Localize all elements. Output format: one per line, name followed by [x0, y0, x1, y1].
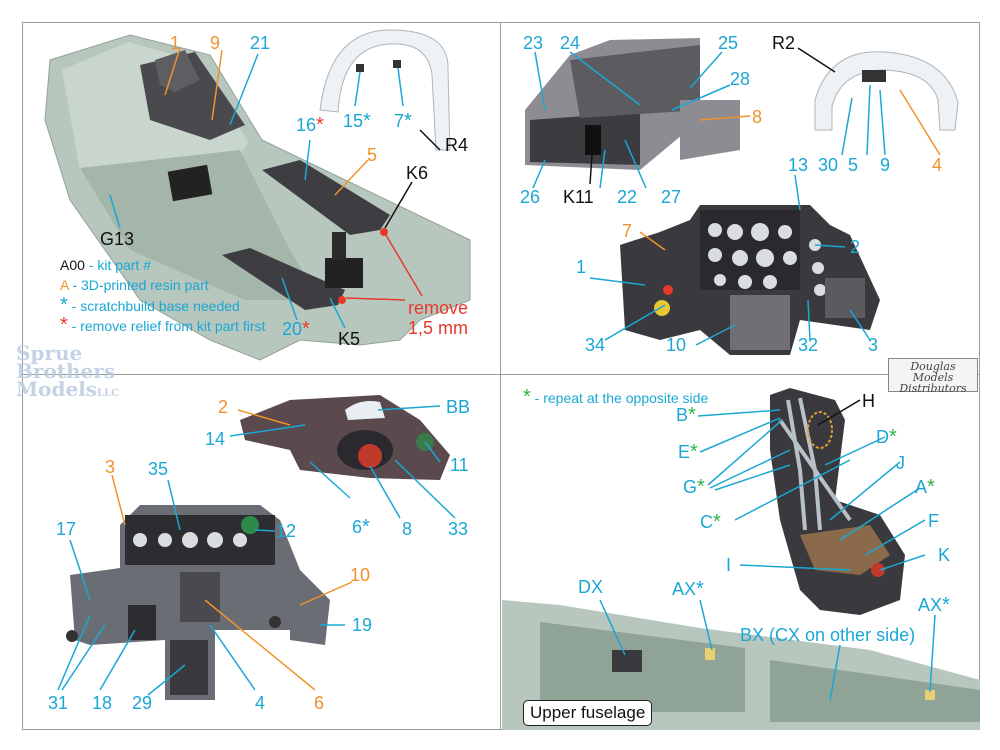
- side-console-illustration: [525, 38, 740, 170]
- callout-br-k: K: [938, 545, 951, 565]
- douglas-models-distributors-logo: Douglas Models Distributors: [888, 358, 978, 394]
- callout-tr-9: 9: [880, 155, 891, 175]
- callout-tl-7: 7*: [394, 110, 412, 132]
- callout-tl-g13: G13: [100, 229, 135, 249]
- callout-tr-32: 32: [798, 335, 819, 355]
- legend-scratch: * - scratchbuild base needed: [60, 294, 240, 316]
- callout-tr-28: 28: [730, 69, 751, 89]
- callout-tr-5: 5: [848, 155, 859, 175]
- callout-tl-k5: K5: [338, 329, 361, 349]
- callout-bl-11: 11: [450, 455, 469, 475]
- ejection-seat-illustration: [770, 388, 905, 615]
- callout-br-a: A*: [915, 476, 935, 498]
- remove-note: remove 1,5 mm: [408, 298, 468, 338]
- main-panel-illustration: [66, 505, 330, 700]
- callout-bl-4: 4: [255, 693, 266, 713]
- callout-tr-r2: R2: [772, 33, 796, 53]
- callout-br-ax1: AX*: [672, 578, 704, 600]
- callout-br-j: J: [896, 453, 905, 473]
- callout-tr-25: 25: [718, 33, 739, 53]
- callout-tl-16: 16*: [296, 114, 324, 136]
- callout-br-g: G*: [683, 476, 705, 498]
- callout-tr-27: 27: [661, 187, 682, 207]
- canopy-r4-illustration: [319, 29, 451, 151]
- callout-tr-7: 7: [622, 221, 633, 241]
- callout-tr-10: 10: [666, 335, 687, 355]
- callout-tr-23: 23: [523, 33, 544, 53]
- callout-tr-k11: K11: [563, 187, 594, 207]
- callout-tl-20: 20*: [282, 318, 310, 340]
- sheet-frame: [22, 22, 980, 730]
- callout-bl-8: 8: [402, 519, 413, 539]
- tl-leader-lines: [109, 53, 404, 329]
- callout-bl-12: 12: [276, 521, 297, 541]
- callout-bl-17: 17: [56, 519, 77, 539]
- callout-br-b: B*: [676, 404, 696, 426]
- fuselage-illustration: [502, 600, 980, 730]
- callout-br-i: I: [726, 555, 732, 575]
- callout-bl-18: 18: [92, 693, 113, 713]
- callout-tl-1: 1: [170, 33, 181, 53]
- instrument-panel-illustration: [620, 205, 880, 355]
- callout-tr-13: 13: [788, 155, 809, 175]
- canopy-r2-illustration: [814, 51, 959, 131]
- callout-tr-1: 1: [576, 257, 587, 277]
- callout-br-d: D*: [876, 426, 897, 448]
- cockpit-tub-illustration: [44, 34, 471, 361]
- callout-bl-6: 6*: [352, 516, 370, 538]
- callout-tr-24: 24: [560, 33, 581, 53]
- callout-bl-bb: BB: [446, 397, 471, 417]
- callout-tl-r4: R4: [445, 135, 469, 155]
- sprue-brothers-watermark: Sprue Brothers ModelsLLC: [16, 341, 120, 401]
- callout-tl-9: 9: [210, 33, 221, 53]
- upper-fuselage-label: Upper fuselage: [523, 700, 653, 726]
- callout-tr-3: 3: [868, 335, 879, 355]
- callout-br-f: F: [928, 511, 939, 531]
- callout-tr-34: 34: [585, 335, 606, 355]
- callout-tl-k6: K6: [406, 163, 429, 183]
- callout-tl-5: 5: [367, 145, 378, 165]
- callout-br-c: C*: [700, 511, 721, 533]
- callout-tr-22: 22: [617, 187, 638, 207]
- callout-bl-2: 2: [218, 397, 229, 417]
- glareshield-illustration: [240, 395, 450, 480]
- repeat-note: * - repeat at the opposite side: [523, 386, 709, 408]
- callout-br-bx: BX (CX on other side): [740, 625, 916, 645]
- callout-tr-4: 4: [932, 155, 943, 175]
- callout-bl-3: 3: [105, 457, 116, 477]
- callout-br-dx: DX: [578, 577, 604, 597]
- callout-br-h: H: [862, 391, 875, 411]
- callout-bl-33: 33: [448, 519, 469, 539]
- remove-note-line2: 1,5 mm: [408, 318, 469, 338]
- callout-tr-30: 30: [818, 155, 839, 175]
- remove-note-line1: remove: [408, 298, 469, 318]
- legend-kit: A00 - kit part #: [60, 257, 152, 273]
- callout-bl-19: 19: [352, 615, 373, 635]
- callout-bl-6-resin: 6: [314, 693, 325, 713]
- callout-tr-26: 26: [520, 187, 541, 207]
- callout-br-e: E*: [678, 441, 698, 463]
- horizontal-divider: [22, 374, 980, 375]
- callout-bl-10: 10: [350, 565, 371, 585]
- vertical-divider: [500, 22, 501, 730]
- legend-relief: * - remove relief from kit part first: [60, 314, 266, 336]
- callout-tr-2: 2: [850, 237, 861, 257]
- callout-tl-21: 21: [250, 33, 271, 53]
- callout-bl-14: 14: [205, 429, 226, 449]
- callout-bl-35: 35: [148, 459, 169, 479]
- legend-resin: A - 3D-printed resin part: [60, 277, 209, 293]
- callout-bl-29: 29: [132, 693, 153, 713]
- callout-br-ax2: AX*: [918, 594, 950, 616]
- callout-tr-8: 8: [752, 107, 763, 127]
- callout-tl-15: 15*: [343, 110, 371, 132]
- callout-bl-31: 31: [48, 693, 69, 713]
